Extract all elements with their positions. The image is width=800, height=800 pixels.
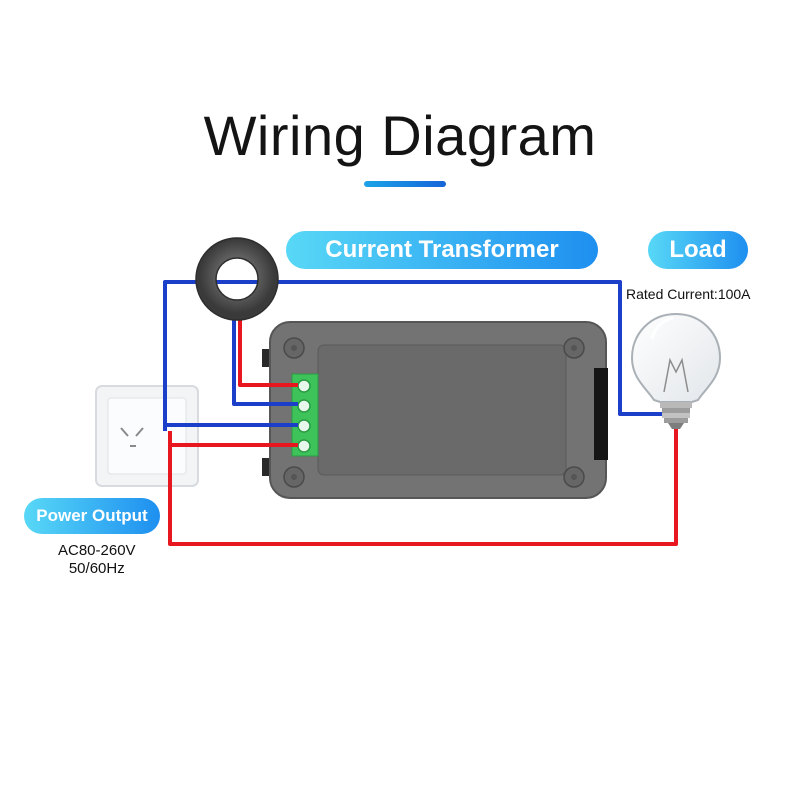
neutral-wires <box>163 280 664 431</box>
frequency: 50/60Hz <box>68 560 125 577</box>
power-output-label: Power Output <box>24 498 160 534</box>
energy-meter <box>262 321 608 499</box>
load-label: Load <box>648 231 748 269</box>
current-transformer-ring <box>195 237 279 321</box>
wall-socket <box>95 385 199 487</box>
rated-current-note: Rated Current:100A <box>626 286 751 302</box>
title-underline <box>364 181 446 187</box>
power-spec: AC80-260V 50/60Hz <box>58 542 136 578</box>
voltage-range: AC80-260V <box>58 542 136 559</box>
light-bulb-icon <box>630 312 722 429</box>
live-wires <box>168 310 678 546</box>
diagram-title: Wiring Diagram <box>203 104 597 167</box>
current-transformer-label: Current Transformer <box>286 231 598 269</box>
